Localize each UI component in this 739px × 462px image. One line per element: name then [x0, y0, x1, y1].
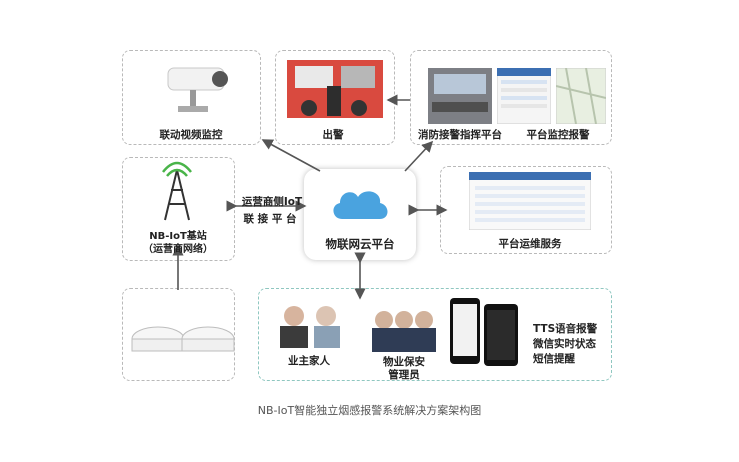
notify-line1: TTS语音报警	[533, 323, 598, 335]
notify-line2: 微信实时状态	[533, 338, 596, 350]
nbiot-label-line1: NB-IoT基站	[149, 231, 207, 242]
video-label: 联动视频监控	[159, 129, 223, 141]
carrier-label-line2: 联 接 平 台	[243, 213, 297, 225]
security-label-line1: 物业保安	[383, 356, 425, 368]
control-room-photo	[428, 68, 492, 124]
cloud-label: 物联网云平台	[325, 237, 395, 251]
alarm-label: 出警	[322, 129, 344, 141]
monitor-label: 平台监控报警	[526, 129, 590, 141]
notify-line3: 短信提醒	[533, 353, 575, 365]
carrier-label-line1: 运营商侧IoT	[241, 196, 303, 208]
ops-dashboard-screenshot	[469, 172, 591, 230]
cctv-camera-icon	[167, 67, 228, 112]
cloud-icon	[333, 191, 388, 219]
nbiot-label-line2: （运营商网络）	[143, 244, 213, 255]
smoke-detectors-photo	[131, 326, 235, 352]
owner-label: 业主家人	[288, 355, 330, 367]
diagram-caption: NB-IoT智能独立烟感报警系统解决方案架构图	[257, 404, 482, 417]
cell-tower-icon	[162, 161, 192, 221]
phones-photo	[450, 298, 518, 366]
security-guards-photo	[372, 311, 436, 352]
ops-label: 平台运维服务	[498, 238, 562, 250]
family-photo	[280, 306, 340, 348]
security-label-line2: 管理员	[388, 369, 420, 381]
dispatch-label: 消防接警指挥平台	[418, 129, 502, 141]
fire-truck-photo	[287, 60, 383, 118]
map-screenshot	[556, 68, 606, 124]
monitoring-screen-screenshot	[497, 68, 551, 124]
